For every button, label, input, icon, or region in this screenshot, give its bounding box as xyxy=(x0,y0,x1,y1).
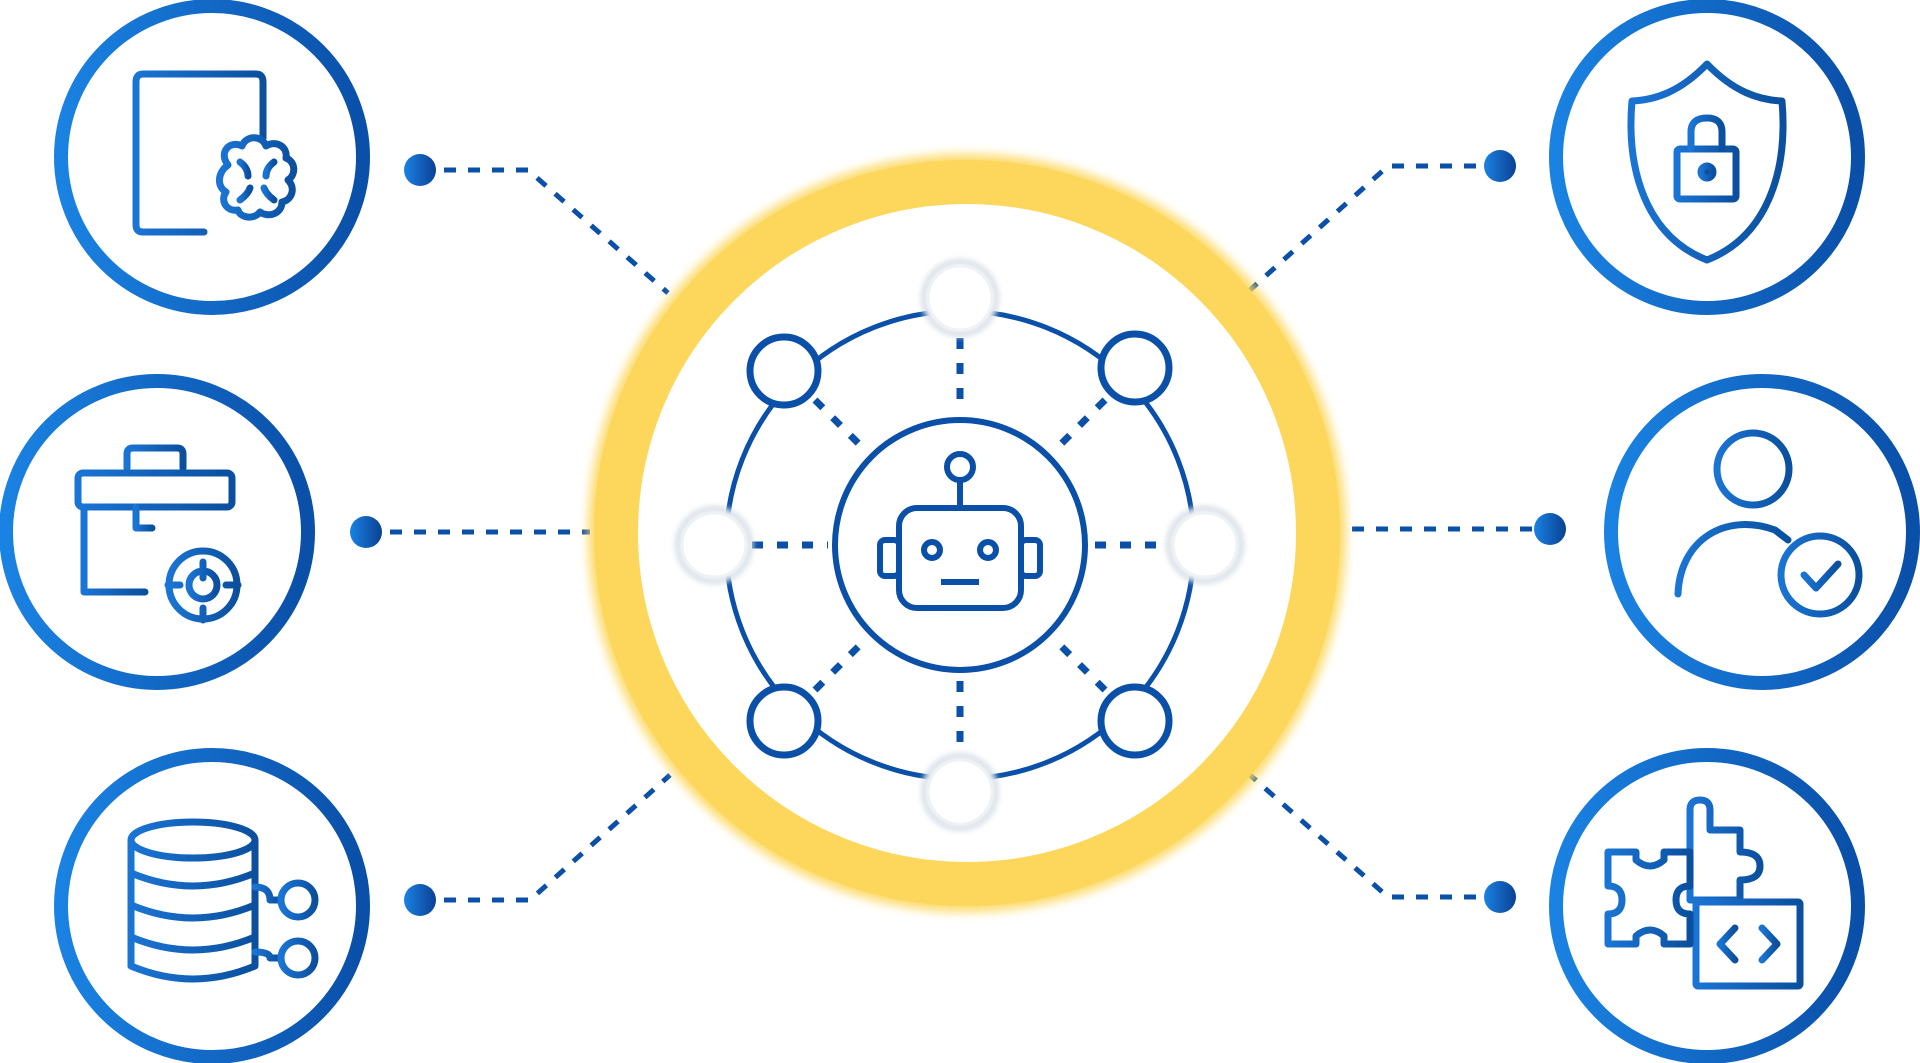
connector-data xyxy=(420,773,672,903)
database-connector-icon xyxy=(127,818,319,983)
connector-security xyxy=(1248,163,1500,292)
connectors xyxy=(366,163,1550,903)
network-inner-ring xyxy=(832,417,1088,673)
ring-security xyxy=(1549,0,1865,315)
ai-agent-robot-network-icon xyxy=(675,259,1244,831)
connector-end-dots xyxy=(350,150,1566,916)
connector-dot-user xyxy=(1534,513,1566,545)
connector-integration xyxy=(1248,773,1500,900)
shield-lock-icon xyxy=(1627,60,1787,264)
center-hub xyxy=(588,154,1346,912)
connector-dot-security xyxy=(1484,150,1516,182)
network-nodes xyxy=(746,330,1173,759)
user-check-icon xyxy=(1674,429,1863,618)
ring-knowledge xyxy=(54,0,370,315)
network-faded-nodes xyxy=(675,259,1244,831)
server-brain-icon xyxy=(132,70,298,236)
puzzle-code-icon xyxy=(1604,796,1804,990)
toolbox-gear-icon xyxy=(74,444,242,624)
connector-dot-tools xyxy=(350,516,382,548)
network-node-tl xyxy=(746,333,822,409)
network-node-br xyxy=(1097,683,1173,759)
ring-tools xyxy=(0,374,315,690)
connector-dot-data xyxy=(404,884,436,916)
connector-knowledge xyxy=(420,167,670,295)
connector-dot-knowledge xyxy=(404,154,436,186)
ring-user xyxy=(1604,374,1920,690)
connector-dot-integration xyxy=(1484,881,1516,913)
network-spokes xyxy=(752,338,1170,752)
ring-integration xyxy=(1549,748,1865,1063)
robot-icon xyxy=(877,451,1043,611)
network-node-tr xyxy=(1097,330,1173,406)
ring-data xyxy=(54,748,370,1063)
network-node-bl xyxy=(746,683,822,759)
